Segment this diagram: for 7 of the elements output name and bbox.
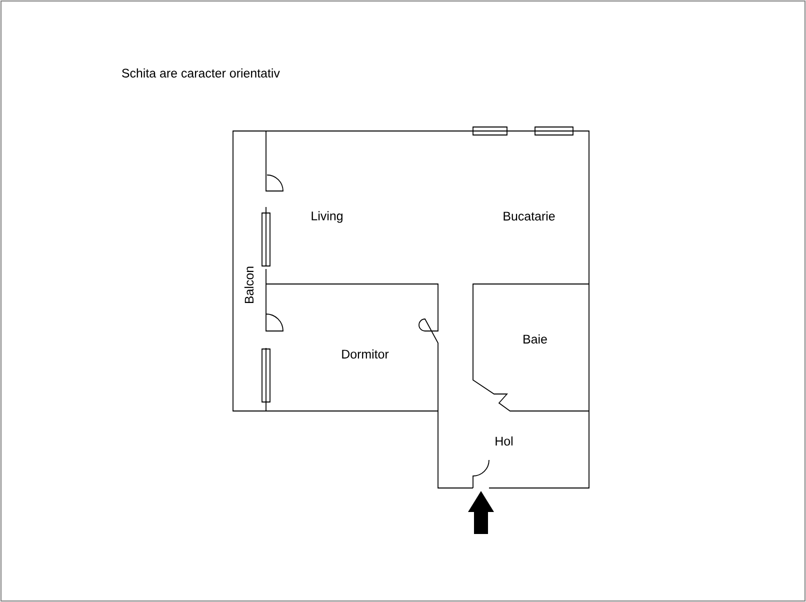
room-label: Hol — [496, 436, 513, 446]
room-label: Bucatarie — [504, 211, 555, 221]
room-label: Baie — [524, 334, 547, 344]
room-label: Living — [312, 211, 342, 223]
note-text: Schita are caracter orientativ — [122, 68, 280, 78]
room-label: Dormitor — [342, 349, 389, 359]
room-label: Balcon — [244, 266, 254, 304]
